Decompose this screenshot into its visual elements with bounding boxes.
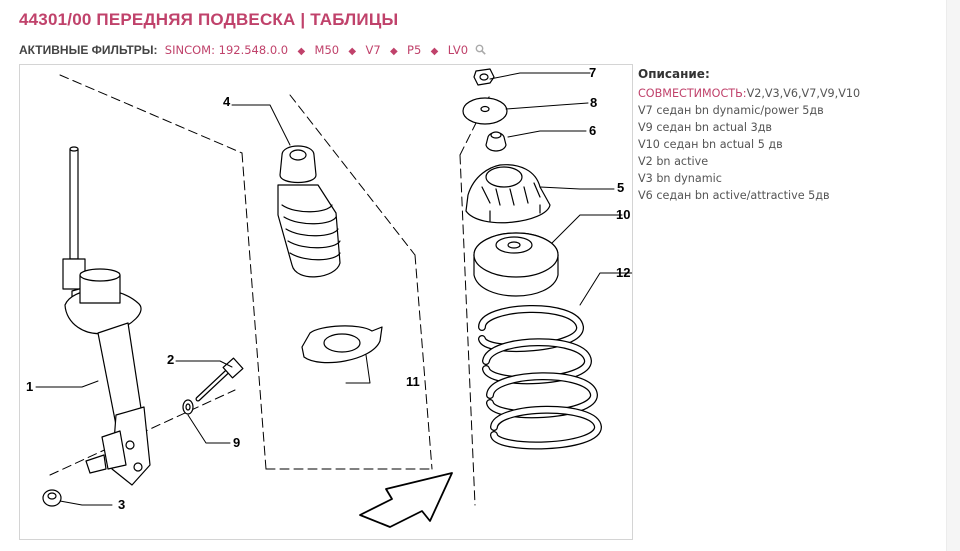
filter-separator-icon: ◆ <box>348 46 357 57</box>
strut-part-1 <box>62 146 151 486</box>
filter-version[interactable]: V7 <box>365 43 381 57</box>
exploded-view: 1 2 3 4 5 6 7 8 9 10 11 12 <box>26 65 635 528</box>
part-label-12[interactable]: 12 <box>616 265 630 280</box>
bushing-part-6 <box>485 131 507 152</box>
variant-line: V2 bn active <box>638 155 709 168</box>
description-title: Описание: <box>638 67 710 81</box>
variant-line: V10 седан bn actual 5 дв <box>638 138 783 151</box>
page-title: 44301/00 ПЕРЕДНЯЯ ПОДВЕСКА | ТАБЛИЦЫ <box>19 10 399 29</box>
filter-sincom[interactable]: SINCOM: 192.548.0.0 <box>164 43 289 57</box>
top-nut-part-7 <box>473 68 495 86</box>
filter-separator-icon: ◆ <box>390 46 398 57</box>
bump-boot-part-4 <box>277 145 341 278</box>
part-label-5[interactable]: 5 <box>617 180 624 195</box>
filter-model[interactable]: M50 <box>314 43 340 57</box>
compatibility-value: V2,V3,V6,V7,V9,V10 <box>746 87 861 100</box>
part-label-1[interactable]: 1 <box>26 379 33 394</box>
part-label-10[interactable]: 10 <box>616 207 630 222</box>
spring-seat-part-10 <box>473 232 559 297</box>
bolt-part-2 <box>195 357 244 402</box>
filters-label: АКТИВНЫЕ ФИЛЬТРЫ: <box>19 43 158 57</box>
parts-diagram: 1 2 3 4 5 6 7 8 9 10 11 12 <box>19 64 635 540</box>
part-label-2[interactable]: 2 <box>167 352 174 367</box>
filter-p[interactable]: P5 <box>407 43 422 57</box>
variant-line: V9 седан bn actual 3дв <box>638 121 773 134</box>
filter-separator-icon: ◆ <box>430 46 439 57</box>
part-label-11[interactable]: 11 <box>406 374 420 389</box>
part-label-9[interactable]: 9 <box>233 435 240 450</box>
top-mount-part-5 <box>465 164 551 224</box>
compatibility-label: СОВМЕСТИМОСТЬ: <box>638 87 747 100</box>
part-label-7[interactable]: 7 <box>589 65 596 80</box>
direction-arrow-icon <box>359 472 453 528</box>
nut-part-3 <box>42 489 62 507</box>
part-label-8[interactable]: 8 <box>590 95 597 110</box>
coil-spring-part-12 <box>478 305 602 450</box>
part-label-3[interactable]: 3 <box>118 497 125 512</box>
compatibility-line: СОВМЕСТИМОСТЬ:V2,V3,V6,V7,V9,V10 <box>638 85 860 102</box>
variant-line: V3 bn dynamic <box>638 172 722 185</box>
washer-plate-part-8 <box>462 97 508 125</box>
description-panel: Описание: СОВМЕСТИМОСТЬ:V2,V3,V6,V7,V9,V… <box>638 66 860 204</box>
active-filters: АКТИВНЫЕ ФИЛЬТРЫ: SINCOM: 192.548.0.0 ◆ … <box>19 43 487 58</box>
variant-line: V6 седан bn active/attractive 5дв <box>638 189 830 202</box>
part-label-4[interactable]: 4 <box>223 94 231 109</box>
part-label-6[interactable]: 6 <box>589 123 596 138</box>
vertical-scrollbar[interactable] <box>946 0 960 551</box>
spring-pad-part-11 <box>301 325 383 364</box>
filter-lv[interactable]: LV0 <box>447 43 469 57</box>
search-icon[interactable] <box>475 44 487 58</box>
variant-line: V7 седан bn dynamic/power 5дв <box>638 104 824 117</box>
filter-separator-icon: ◆ <box>297 46 306 57</box>
